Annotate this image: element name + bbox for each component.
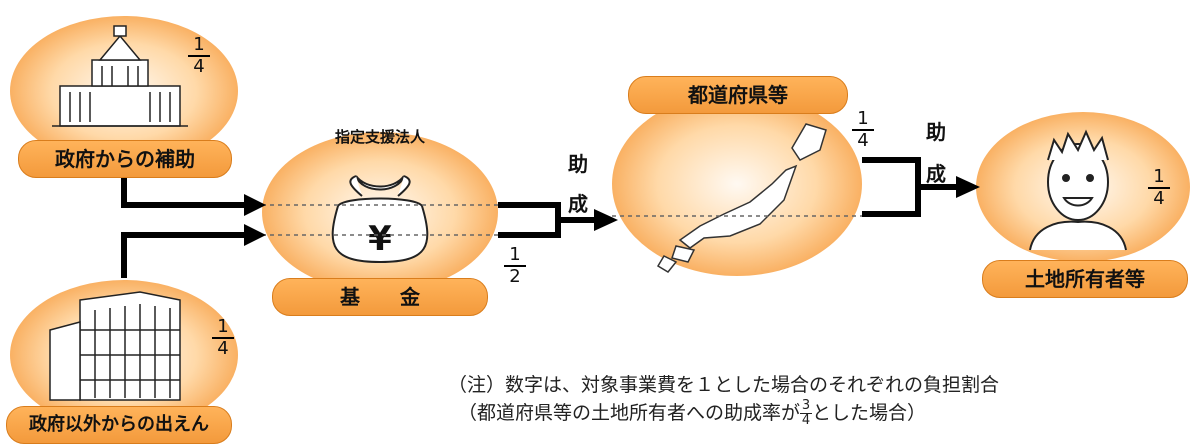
fraction-denominator: 4 [857,129,869,151]
note-line1: （注）数字は、対象事業費を１とした場合のそれぞれの負担割合 [448,374,1000,396]
money-bag-icon: ¥ [331,175,429,264]
other-contrib-fraction: 1 4 [212,318,234,358]
japan-map-icon [656,123,827,273]
fraction-numerator: 3 [801,398,811,413]
flow-label-pref-char1: 助 [926,120,946,144]
fraction-bar [800,413,813,414]
svg-text:¥: ¥ [368,219,392,259]
fraction-numerator: 1 [193,34,205,55]
flow-label-pref-char2: 成 [926,162,946,186]
parliament-building-icon [52,25,188,127]
arrow-gov-to-fund [121,168,266,216]
prefecture-blob [612,92,862,276]
fraction-bar [504,265,526,267]
fraction-denominator: 2 [509,265,521,287]
fund-label: 基 金 [272,278,488,316]
fraction-denominator: 4 [801,413,811,428]
fraction-denominator: 4 [193,55,205,77]
gov-subsidy-fraction: 1 4 [188,36,210,76]
other-contrib-label: 政府以外からの出えん [6,406,232,444]
fraction-numerator: 1 [857,108,869,129]
fraction-bar [212,337,234,339]
flow-label-fund-char2: 成 [568,192,588,216]
note-line2-after: とした場合） [812,402,927,424]
note-line2-before: （都道府県等の土地所有者への助成率が [458,402,801,424]
flow-label-fund-char1: 助 [568,152,588,176]
gov-subsidy-label: 政府からの補助 [18,140,232,178]
fraction-numerator: 1 [1153,166,1165,187]
fraction-denominator: 4 [1153,187,1165,209]
landowner-fraction: 1 4 [1148,168,1170,208]
arrow-prefecture-to-owner [862,157,980,217]
fraction-bar [852,129,874,131]
prefecture-label: 都道府県等 [628,76,848,114]
office-building-icon [49,291,181,401]
landowner-label: 土地所有者等 [982,260,1188,298]
arrow-fund-to-prefecture [498,202,618,238]
designated-org-title: 指定支援法人 [334,128,425,146]
pref-to-owner-fraction: 1 4 [852,110,874,150]
fraction-bar [1148,187,1170,189]
arrow-other-to-fund [121,224,266,278]
fraction-denominator: 4 [217,337,229,359]
fraction-bar [188,55,210,57]
fraction-numerator: 1 [509,244,521,265]
fund-to-pref-fraction: 1 2 [504,246,526,286]
fraction-numerator: 1 [217,316,229,337]
person-icon [1029,129,1127,251]
